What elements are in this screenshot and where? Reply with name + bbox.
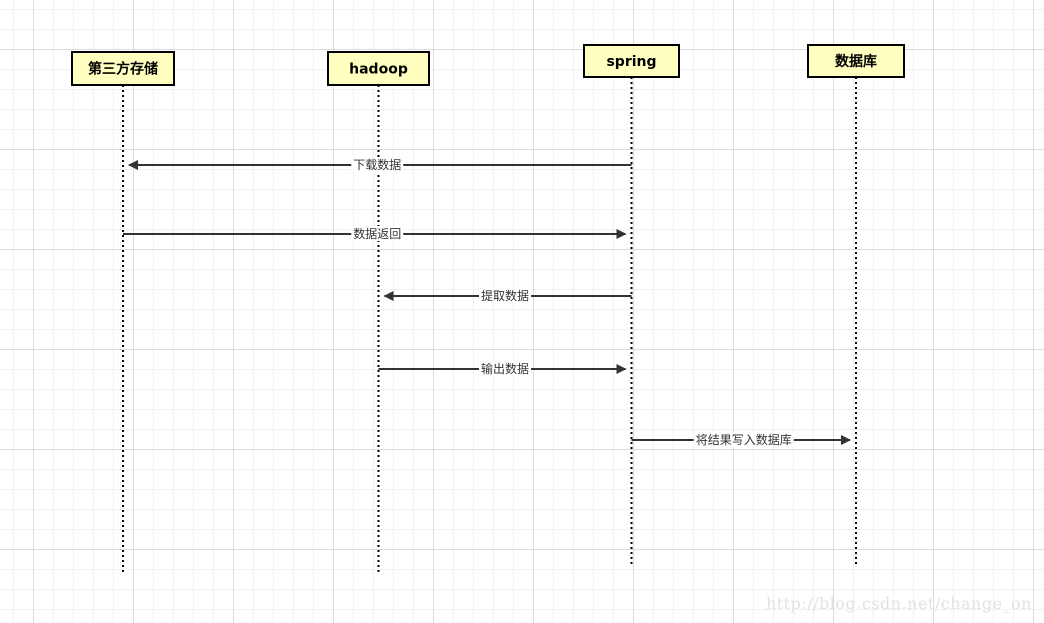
message-label-background <box>351 226 404 241</box>
message-label-background <box>479 288 531 303</box>
message-label: 下载数据 <box>353 157 401 172</box>
participant-box <box>807 44 905 78</box>
message-label-background <box>351 157 404 172</box>
participant-label: spring <box>606 54 656 70</box>
participant-third-party-storage[interactable]: 第三方存储 <box>71 51 175 86</box>
message-label: 提取数据 <box>481 288 529 303</box>
participant-label: hadoop <box>349 62 408 78</box>
message-label: 将结果写入数据库 <box>696 432 792 447</box>
participant-database[interactable]: 数据库 <box>807 44 905 78</box>
participant-box <box>71 51 175 86</box>
message-5[interactable]: 将结果写入数据库 <box>631 432 851 447</box>
message-3[interactable]: 提取数据 <box>383 288 632 303</box>
message-label: 数据返回 <box>353 226 401 241</box>
message-label-background <box>479 361 531 376</box>
participant-hadoop[interactable]: hadoop <box>327 51 430 86</box>
participant-spring[interactable]: spring <box>583 44 680 78</box>
message-label: 输出数据 <box>481 361 529 376</box>
participant-label: 第三方存储 <box>88 61 158 78</box>
message-4[interactable]: 输出数据 <box>378 361 627 376</box>
message-1[interactable]: 下载数据 <box>128 157 632 172</box>
participant-box <box>583 44 680 78</box>
watermark-text: http://blog.csdn.net/change_on <box>765 594 1032 613</box>
message-2[interactable]: 数据返回 <box>123 226 627 241</box>
participant-box <box>327 51 430 86</box>
participant-label: 数据库 <box>835 53 877 70</box>
message-label-background <box>693 432 794 447</box>
